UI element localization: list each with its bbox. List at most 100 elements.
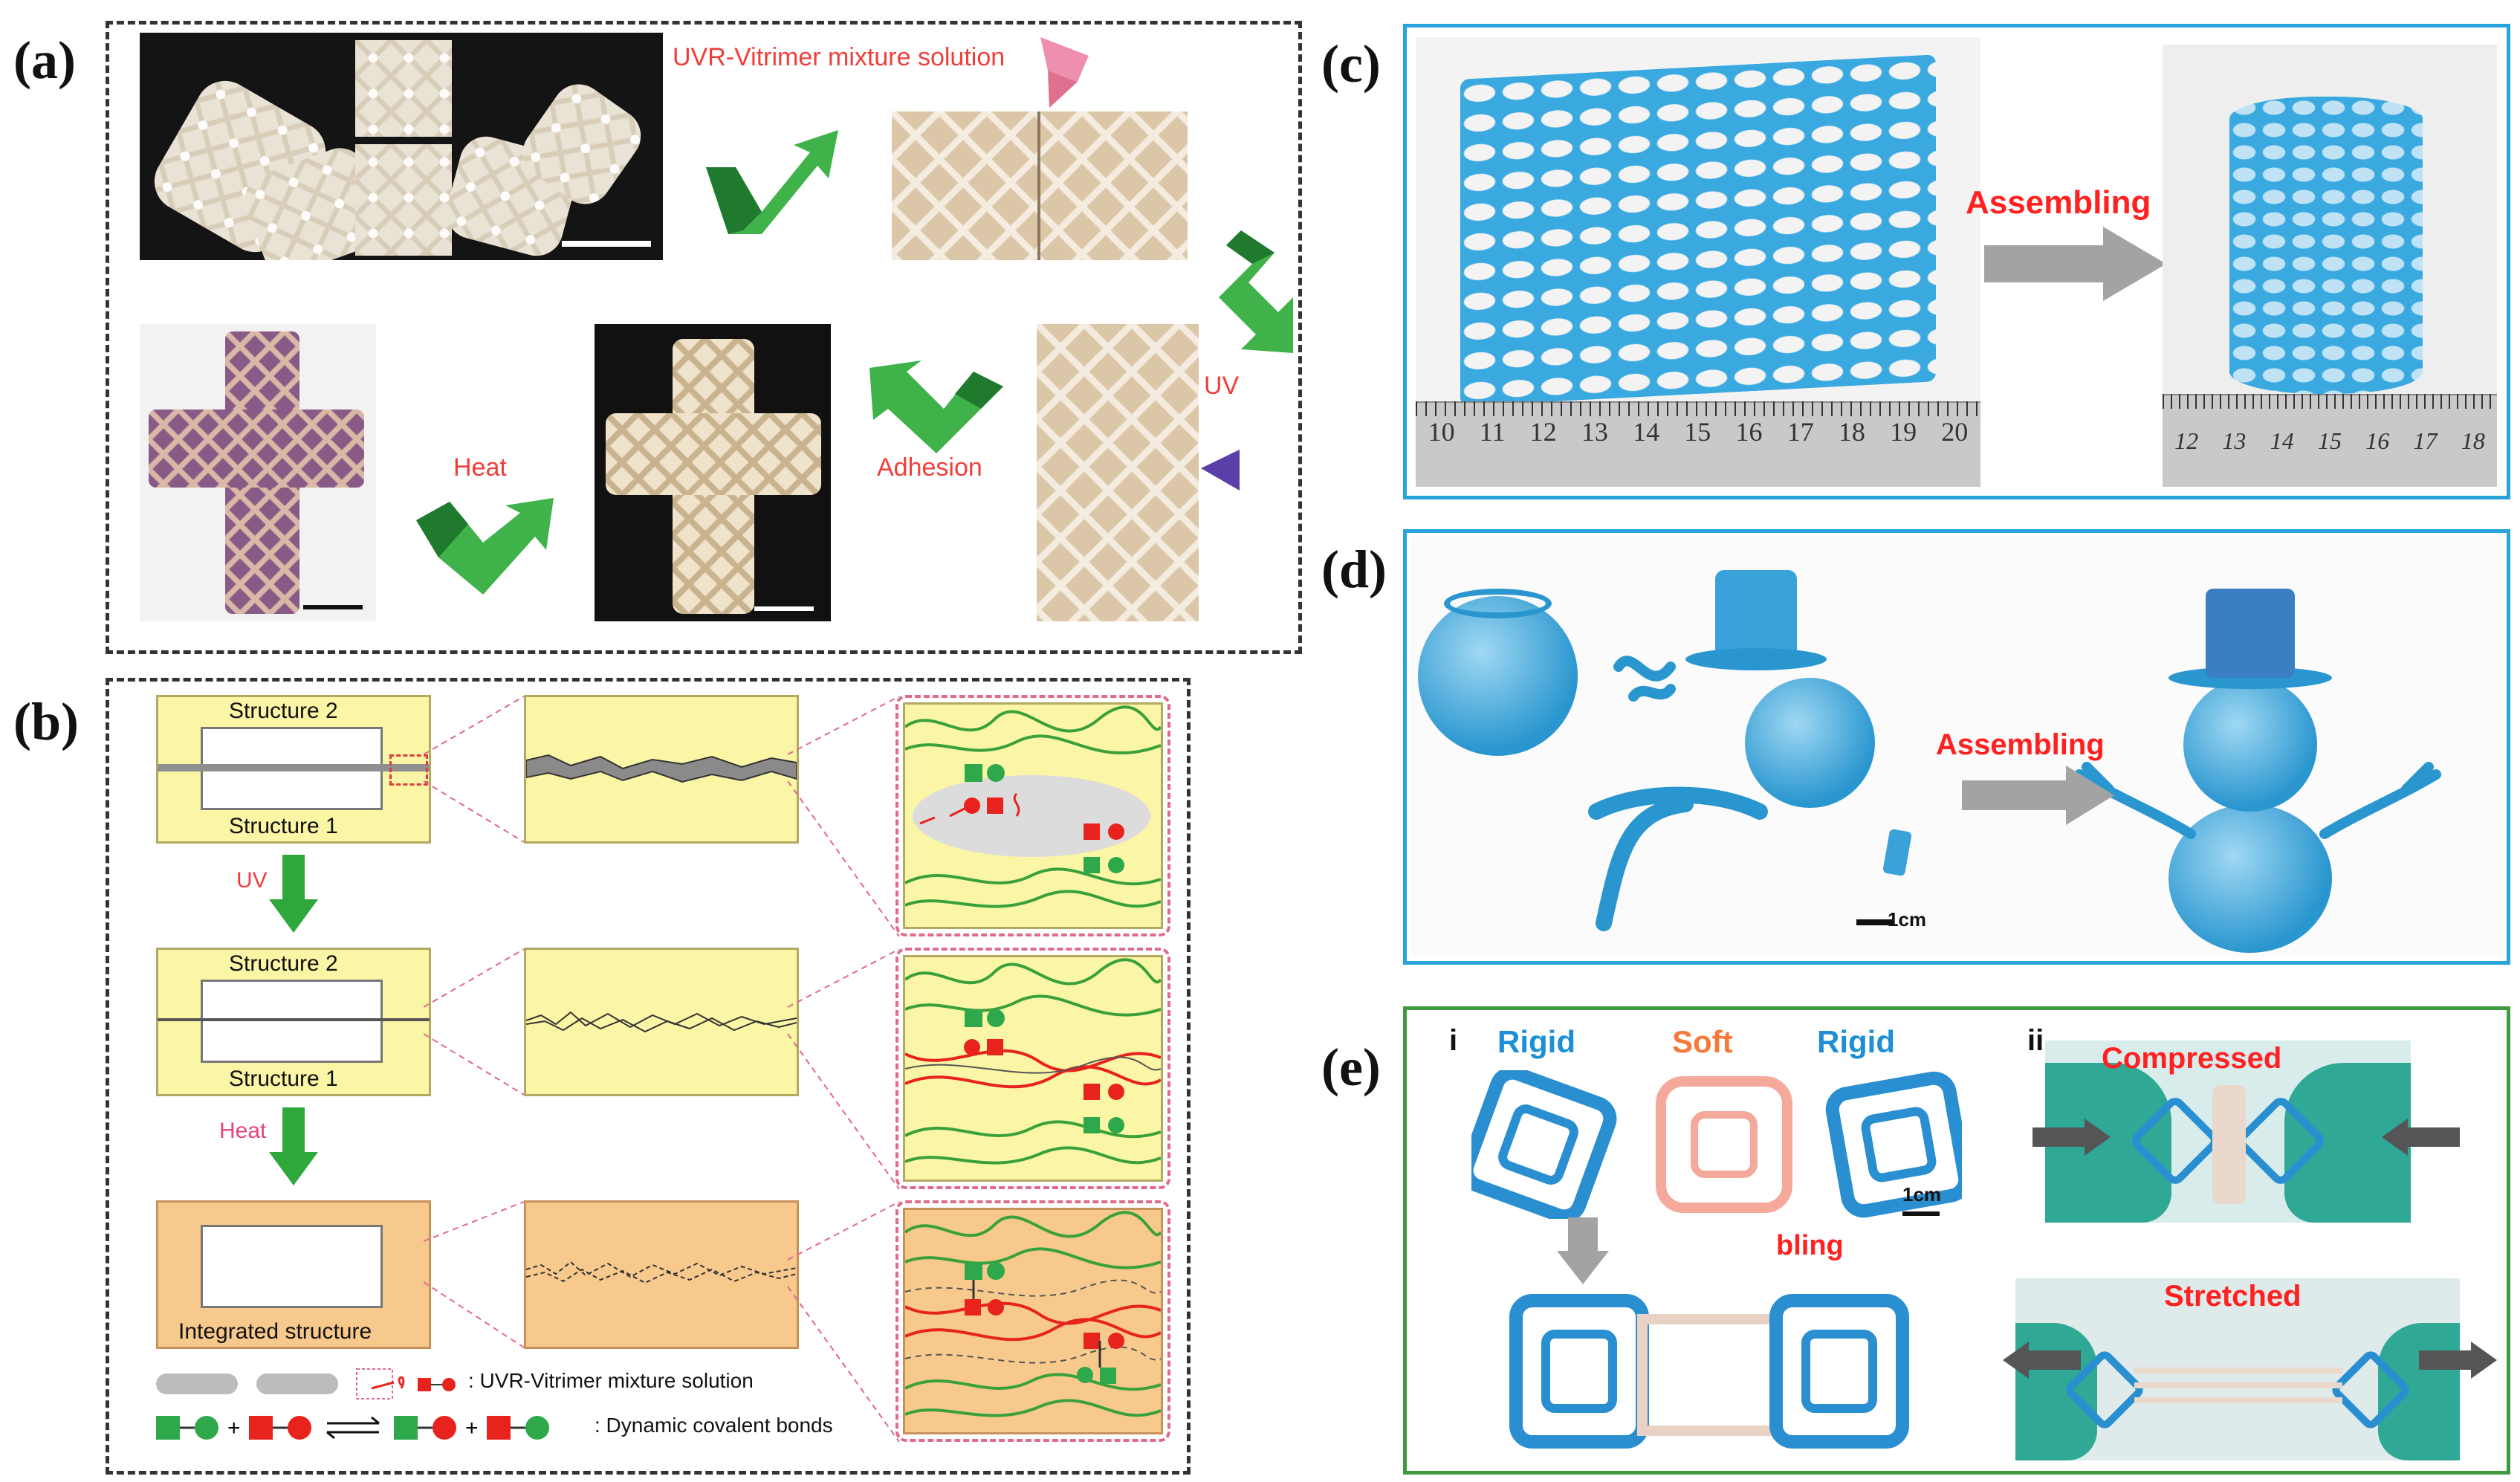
structure1-label-2: Structure 1 <box>229 1067 338 1091</box>
photo-stretched <box>2015 1278 2460 1460</box>
label-rigid-right: Rigid <box>1817 1024 1895 1059</box>
label-d-assembling: Assembling <box>1936 728 2105 761</box>
grey-arrow-d-icon <box>1962 766 2114 825</box>
ruler-tick: 13 <box>2222 427 2247 454</box>
scale-bar-e <box>1902 1211 1940 1216</box>
legend-bonds-icons: + + <box>156 1416 549 1440</box>
photo-cross-bonded <box>595 324 831 621</box>
structure2-label-2: Structure 2 <box>229 951 338 976</box>
sub-i: i <box>1449 1024 1458 1057</box>
zoom-lines-2 <box>424 948 900 1190</box>
photo-snowman-parts <box>1410 537 2503 957</box>
scale-e: 1cm <box>1902 1183 1942 1206</box>
ruler-tick: 16 <box>2365 427 2390 454</box>
uv-lamp-icon <box>1201 450 1240 491</box>
label-solution: UVR-Vitrimer mixture solution <box>673 43 1005 71</box>
label-stretched: Stretched <box>2164 1280 2302 1313</box>
molecular-box-1 <box>903 702 1163 929</box>
grey-arrow-pull-left-icon <box>2003 1342 2081 1379</box>
ruler-right-labels: 12 13 14 15 16 17 18 <box>2163 427 2497 472</box>
pipette-icon <box>1040 37 1089 108</box>
zoom-lines-1 <box>424 696 900 937</box>
panel-d-frame <box>1403 529 2510 965</box>
panel-e-frame <box>1403 1006 2510 1475</box>
molecular-box-2 <box>903 955 1163 1182</box>
photo-blue-tube <box>2163 45 2497 487</box>
label-c-assembling: Assembling <box>1966 184 2151 221</box>
ruler-tick: 17 <box>2413 427 2438 454</box>
ruler-tick: 14 <box>2270 427 2294 454</box>
ruler-tick: 19 <box>1890 417 1917 447</box>
panel-d-letter: (d) <box>1321 540 1387 599</box>
photo-lattice-bonded <box>892 111 1188 260</box>
ruler-tick: 12 <box>2174 427 2199 454</box>
integrated-label: Integrated structure <box>178 1319 372 1344</box>
scale-d: 1cm <box>1888 908 1927 931</box>
ruler-tick: 11 <box>1479 417 1506 447</box>
bonded-cubes <box>1509 1294 1909 1449</box>
zoom-lines-3 <box>424 1201 900 1443</box>
zoom-frame-3 <box>895 1200 1170 1442</box>
panel-a-letter: (a) <box>13 30 76 90</box>
gap-line-1 <box>158 764 430 771</box>
green-arrow-icon <box>706 130 838 234</box>
ruler-left-labels: 10 11 12 13 14 15 16 17 18 19 20 <box>1416 416 1980 461</box>
panel-c-letter: (c) <box>1321 34 1381 94</box>
panel-a-frame <box>106 21 1302 654</box>
photo-cross-heated <box>140 324 376 621</box>
svg-text:+: + <box>465 1416 479 1440</box>
green-arrow-down-icon <box>1219 230 1293 353</box>
cubes-row-i <box>1471 1070 1962 1219</box>
zoom-frame-1 <box>895 695 1170 936</box>
ruler-tick: 16 <box>1735 417 1763 447</box>
sub-ii: ii <box>2027 1024 2044 1057</box>
interface-box-1 <box>524 695 799 844</box>
ruler-tick: 14 <box>1633 417 1660 447</box>
panel-e-letter: (e) <box>1321 1038 1381 1097</box>
zoom-frame-2 <box>895 948 1170 1189</box>
ruler-tick: 17 <box>1787 417 1814 447</box>
green-arrow-heat-icon <box>416 498 554 595</box>
ruler-tick: 20 <box>1941 417 1969 447</box>
photo-blue-mesh-sheet <box>1416 37 1980 487</box>
label-rigid-left: Rigid <box>1497 1024 1575 1059</box>
panel-b-letter: (b) <box>13 692 79 751</box>
label-b-uv: UV <box>236 868 268 893</box>
ruler-tick: 12 <box>1529 417 1557 447</box>
ruler-tick: 13 <box>1581 417 1608 447</box>
molecular-box-3 <box>903 1208 1163 1434</box>
ruler-tick: 15 <box>2317 427 2342 454</box>
svg-text:+: + <box>227 1416 241 1440</box>
ruler-tick: 10 <box>1428 417 1455 447</box>
structure1-label-1: Structure 1 <box>229 814 338 838</box>
gap-line-2 <box>158 1018 430 1021</box>
legend-mix-icon <box>371 1376 456 1391</box>
label-b-heat: Heat <box>219 1119 267 1143</box>
grey-arrow-push-right-icon <box>2032 1119 2111 1156</box>
ruler-tick: 18 <box>1838 417 1865 447</box>
label-compressed: Compressed <box>2102 1042 2282 1075</box>
label-adhesion: Adhesion <box>877 453 982 482</box>
scale-bar <box>562 241 651 247</box>
photo-lattice-stacked <box>1037 324 1199 621</box>
legend-bonds-text: : Dynamic covalent bonds <box>595 1414 833 1437</box>
panel-c-frame <box>1403 24 2510 499</box>
label-heat: Heat <box>453 453 507 482</box>
ruler-tick: 18 <box>2461 427 2485 454</box>
photo-lattice-cubes <box>140 33 663 260</box>
grey-arrow-pull-right-icon <box>2419 1342 2497 1379</box>
green-arrow-left-icon <box>869 360 1003 453</box>
grey-arrow-right-icon <box>1984 227 2166 301</box>
green-arrow-down-uv-icon <box>269 855 318 933</box>
interface-box-2 <box>524 948 799 1096</box>
grey-arrow-push-left-icon <box>2382 1119 2460 1156</box>
interface-box-3 <box>524 1200 799 1349</box>
structure-hole-2 <box>201 980 383 1063</box>
legend-solution-text: : UVR-Vitrimer mixture solution <box>468 1369 754 1392</box>
grey-arrow-down-icon <box>1557 1217 1609 1284</box>
label-soft: Soft <box>1672 1024 1733 1059</box>
legend-solution-icons <box>156 1368 393 1400</box>
zoom-marker-1 <box>389 754 428 786</box>
label-uv: UV <box>1204 372 1240 400</box>
panel-b-frame <box>106 678 1191 1475</box>
